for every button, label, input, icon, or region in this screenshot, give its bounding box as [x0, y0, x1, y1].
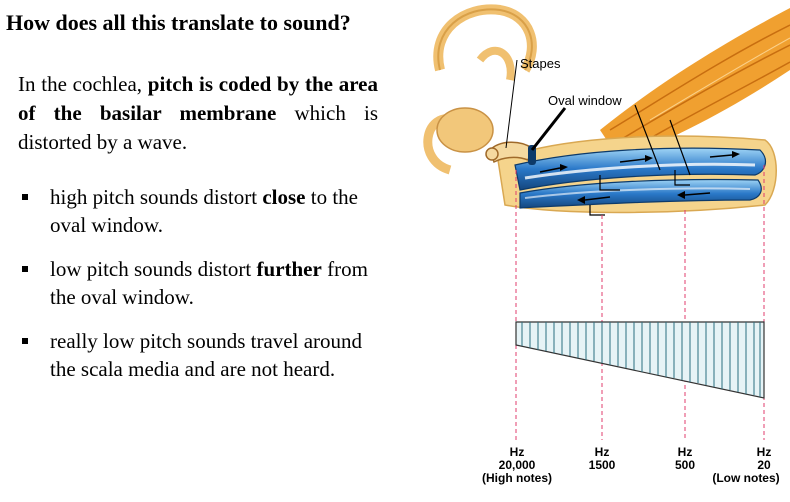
freq-label-value: 20,000 — [499, 458, 536, 472]
bullet-text-pre: high pitch sounds distort — [50, 185, 263, 209]
bullet-square-icon — [22, 266, 28, 272]
bullet-item: high pitch sounds distort close to the o… — [18, 183, 378, 239]
intro-text-pre: In the cochlea, — [18, 72, 148, 96]
freq-label-unit: Hz — [757, 445, 772, 459]
bullet-text-pre: really low pitch sounds travel around th… — [50, 329, 363, 381]
cochlea-diagram: Stapes Oval window — [423, 4, 790, 485]
freq-label-unit: Hz — [510, 445, 525, 459]
stapes-leader-line — [505, 59, 518, 149]
freq-label-unit: Hz — [678, 445, 693, 459]
label-stapes: Stapes — [520, 56, 561, 71]
bullet-text-post: from the oval window. — [50, 257, 368, 309]
cochlear-nerve-fibers — [600, 8, 790, 160]
slide-title: How does all this translate to sound? — [6, 10, 351, 35]
oval-window-leader-line — [530, 107, 567, 151]
freq-label-unit: Hz — [595, 445, 610, 459]
bullet-text-pre: low pitch sounds distort — [50, 257, 257, 281]
freq-label-note: (Low notes) — [712, 471, 779, 485]
label-oval-window: Oval window — [548, 93, 622, 108]
intro-text-bold: pitch is coded by the area of the basila… — [18, 72, 378, 125]
bullet-square-icon — [22, 194, 28, 200]
freq-label-value: 500 — [675, 458, 695, 472]
basilar-wave-markers — [589, 104, 691, 216]
intro-paragraph: In the cochlea, pitch is coded by the ar… — [18, 70, 378, 157]
bullet-item: low pitch sounds distort further from th… — [18, 255, 378, 311]
freq-label-value: 1500 — [589, 458, 616, 472]
semicircular-canals — [423, 4, 537, 175]
bullet-text-bold: further — [256, 257, 322, 281]
bullet-text-bold: close — [262, 185, 306, 209]
cochlea-figure: Stapes Oval window — [420, 0, 790, 502]
stapes — [485, 141, 533, 164]
freq-label-value: 20 — [757, 458, 771, 472]
bullet-text-post: to the oval window. — [50, 185, 358, 237]
oval-window — [528, 145, 536, 165]
freq-label-note: (High notes) — [482, 471, 552, 485]
basilar-membrane-diagram — [515, 321, 765, 399]
bullet-square-icon — [22, 338, 28, 344]
intro-text-post: which is distorted by a wave. — [18, 101, 379, 154]
bullet-item: really low pitch sounds travel around th… — [18, 327, 378, 383]
fluid-flow-arrows — [539, 151, 740, 204]
bullet-list: high pitch sounds distort close to the o… — [18, 183, 378, 399]
frequency-labels: Hz 20,000 (High notes) Hz 1500 Hz 500 Hz… — [482, 445, 780, 485]
